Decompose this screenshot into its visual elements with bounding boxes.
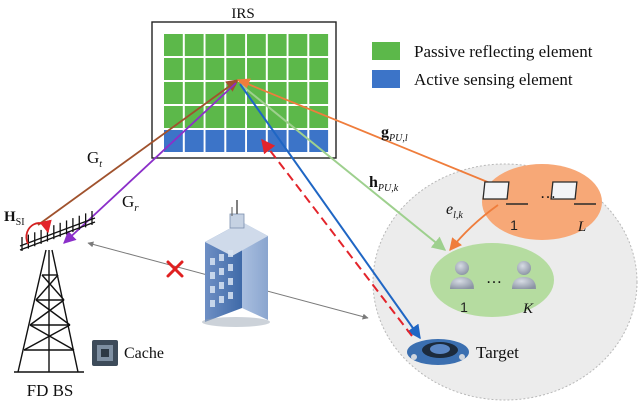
su-user-k-icon: [512, 261, 536, 289]
irs-passive-element: [164, 34, 183, 56]
g-pu-label: gPU,l: [381, 124, 408, 144]
legend-passive-label: Passive reflecting element: [414, 42, 593, 61]
pu-device-1-icon: [482, 181, 528, 205]
irs-passive-element: [288, 82, 308, 104]
irs-passive-element: [267, 58, 287, 80]
cache-label: Cache: [124, 345, 164, 362]
irs-passive-element: [267, 34, 287, 56]
irs-passive-element: [247, 34, 266, 56]
irs-passive-element: [164, 106, 183, 128]
irs-passive-element: [247, 106, 266, 128]
legend: Passive reflecting element Active sensin…: [372, 42, 593, 89]
fd-bs-label: FD BS: [27, 381, 74, 400]
irs-active-element: [184, 130, 204, 152]
h-si-loop: [25, 219, 52, 245]
su-last-label: K: [522, 301, 534, 317]
irs-active-element: [247, 130, 266, 152]
legend-active-label: Active sensing element: [414, 70, 573, 89]
irs-passive-element: [288, 106, 308, 128]
g-t-label: Gt: [87, 148, 102, 170]
irs-passive-element: [184, 82, 204, 104]
irs-passive-element: [164, 58, 183, 80]
g-t-link: [37, 79, 240, 226]
irs-passive-element: [288, 58, 308, 80]
irs-passive-element: [247, 58, 266, 80]
irs-passive-element: [226, 106, 246, 128]
irs-passive-element: [205, 58, 225, 80]
legend-passive-swatch: [372, 42, 400, 60]
irs-passive-element: [184, 58, 204, 80]
target-link: [239, 83, 421, 340]
target-label: Target: [476, 343, 519, 362]
su-first-label: 1: [460, 299, 468, 315]
irs-active-element: [309, 130, 329, 152]
irs-passive-element: [164, 82, 183, 104]
irs-passive-element: [247, 82, 266, 104]
target-car-icon: [407, 339, 469, 365]
irs-passive-element: [184, 106, 204, 128]
pu-device-l-icon: [550, 181, 596, 205]
irs-passive-element: [205, 106, 225, 128]
irs-passive-element: [309, 58, 329, 80]
g-r-label: Gr: [122, 192, 139, 214]
irs-active-element: [267, 130, 287, 152]
irs-passive-element: [309, 34, 329, 56]
irs-passive-element: [288, 34, 308, 56]
legend-active-swatch: [372, 70, 400, 88]
cache-icon: [92, 340, 118, 366]
irs-passive-element: [309, 106, 329, 128]
pu-ellipsis: …: [540, 185, 556, 202]
h-pu-label: hPU,k: [369, 174, 399, 194]
fd-bs-tower-icon: [14, 249, 84, 373]
building-icon: [202, 200, 270, 327]
irs-element-grid: [164, 34, 329, 152]
blocked-cross-icon: [166, 260, 184, 278]
irs-passive-element: [184, 34, 204, 56]
su-ellipsis: …: [486, 270, 502, 287]
g-r-link: [63, 82, 237, 244]
e-lk-link: [449, 204, 499, 251]
irs-passive-element: [205, 34, 225, 56]
irs-panel: [151, 21, 337, 159]
h-pu-link: [239, 83, 447, 251]
g-pu-link: [236, 78, 491, 184]
pu-first-label: 1: [510, 217, 518, 233]
irs-active-element: [205, 130, 225, 152]
irs-passive-element: [309, 82, 329, 104]
pu-last-label: L: [577, 219, 586, 235]
irs-active-element: [226, 130, 246, 152]
irs-passive-element: [226, 34, 246, 56]
irs-title: IRS: [231, 6, 254, 22]
irs-active-element: [288, 130, 308, 152]
irs-passive-element: [226, 58, 246, 80]
e-lk-label: el,k: [446, 201, 463, 221]
h-si-label: HSI: [4, 209, 25, 228]
su-user-1-icon: [450, 261, 474, 289]
antenna-array-icon: [19, 211, 96, 251]
